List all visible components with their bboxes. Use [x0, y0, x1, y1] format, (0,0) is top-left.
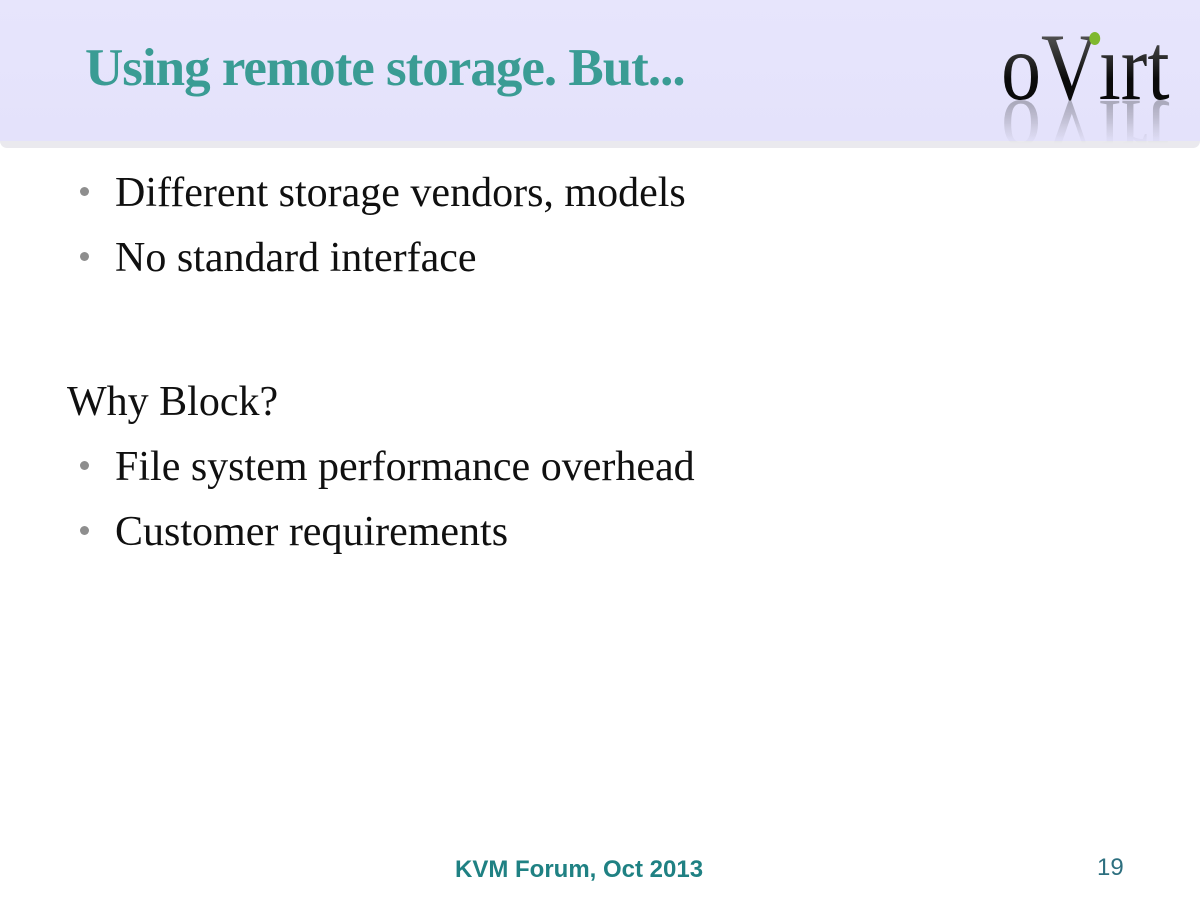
bullet-icon	[80, 252, 89, 261]
ovirt-logo: oVırt oVırt	[1002, 20, 1170, 180]
ovirt-logo-text: oVırt	[1002, 20, 1170, 115]
list-item: File system performance overhead	[75, 446, 695, 488]
page-number: 19	[1097, 854, 1124, 881]
ovirt-logo-reflection: oVırt	[1001, 80, 1170, 186]
list-item: Customer requirements	[75, 511, 695, 553]
bullet-icon	[80, 461, 89, 470]
bullet-icon	[80, 526, 89, 535]
header-band	[0, 0, 1200, 141]
logo-green-dot-icon	[1089, 32, 1101, 45]
list-item: No standard interface	[75, 237, 686, 279]
footer-text: KVM Forum, Oct 2013	[455, 856, 704, 883]
list-item-text: Customer requirements	[115, 509, 509, 555]
subheading: Why Block?	[67, 379, 279, 425]
header-divider	[0, 141, 1200, 148]
list-item-text: Different storage vendors, models	[115, 170, 686, 216]
list-item: Different storage vendors, models	[75, 172, 686, 214]
slide-title: Using remote storage. But...	[85, 39, 686, 97]
list-item-text: No standard interface	[115, 235, 477, 281]
bullet-list-bottom: File system performance overhead Custome…	[75, 446, 695, 576]
bullet-list-top: Different storage vendors, models No sta…	[75, 172, 686, 302]
list-item-text: File system performance overhead	[115, 444, 695, 490]
bullet-icon	[80, 187, 89, 196]
